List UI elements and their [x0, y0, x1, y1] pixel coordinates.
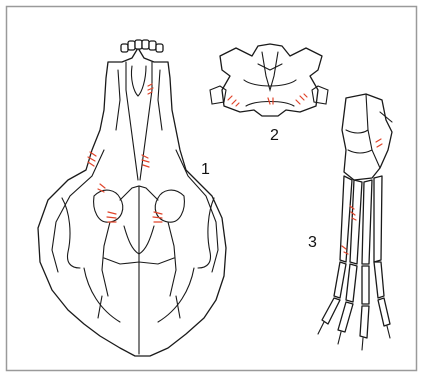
vertebra-drawing [210, 44, 328, 116]
label-1: 1 [201, 161, 210, 178]
vertebra-outline [220, 44, 322, 116]
label-2: 2 [270, 127, 279, 144]
label-3: 3 [308, 234, 317, 251]
